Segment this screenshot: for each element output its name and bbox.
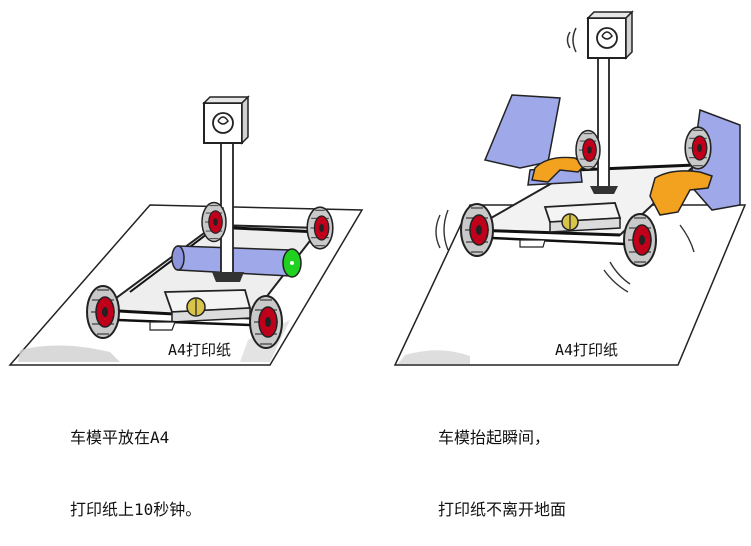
paper-label-right: A4打印纸 (555, 341, 618, 359)
wheel-rear-left-icon (201, 201, 227, 243)
wheel-front-left-icon-right (460, 203, 494, 257)
left-panel-drawing: A4打印纸 (8, 96, 364, 366)
motion-lines (435, 209, 695, 293)
caption-left-line2: 打印纸上10秒钟。 (70, 500, 202, 519)
paper-label-left: A4打印纸 (168, 341, 231, 359)
wheel-rear-right-icon-right (684, 126, 712, 170)
wheel-front-right-icon (249, 295, 283, 349)
motor-block-right (543, 202, 622, 233)
blue-roller (171, 245, 302, 278)
hand-right-icon (649, 170, 713, 216)
caption-left: 车模平放在A4 打印纸上10秒钟。 (70, 378, 201, 546)
caption-right-line1: 车模抬起瞬间， (438, 428, 551, 447)
right-panel-drawing: A4打印纸 (393, 11, 747, 366)
illustration: A4打印纸 (8, 11, 747, 366)
wheel-rear-right-icon (306, 206, 334, 250)
wheel-rear-left-icon-right (575, 129, 601, 171)
wheel-front-right-icon-right (623, 213, 657, 267)
hand-left-icon (531, 156, 587, 183)
caption-left-line1: 车模平放在A4 (70, 428, 170, 447)
camera-sensor-icon-right (587, 11, 633, 59)
motor-block (163, 289, 252, 323)
wheel-front-left-icon (86, 285, 120, 339)
sensor-mast-right (597, 55, 610, 189)
caption-right-line2: 打印纸不离开地面 (438, 500, 567, 519)
caption-right: 车模抬起瞬间， 打印纸不离开地面 (438, 378, 566, 546)
blue-arm-left (483, 94, 561, 169)
camera-sensor-icon (203, 96, 249, 144)
